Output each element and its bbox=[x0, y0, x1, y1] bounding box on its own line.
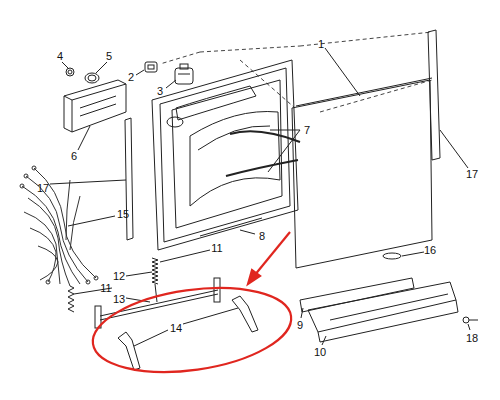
callout-number: 4 bbox=[57, 51, 63, 62]
inner-door bbox=[152, 60, 298, 250]
callout-number: 11 bbox=[100, 283, 111, 294]
callout-number: 18 bbox=[466, 333, 478, 344]
callout-number: 14 bbox=[170, 323, 182, 334]
highlight bbox=[87, 232, 296, 384]
latch bbox=[175, 64, 193, 84]
outer-panel bbox=[292, 78, 432, 268]
callout-number: 8 bbox=[259, 231, 265, 242]
knob-parts bbox=[66, 68, 99, 83]
screw bbox=[463, 317, 478, 323]
callout-number: 7 bbox=[304, 125, 310, 136]
callout-number: 15 bbox=[117, 209, 129, 220]
vent-assembly bbox=[64, 80, 126, 132]
hinge-arms bbox=[118, 296, 258, 370]
callout-number: 16 bbox=[424, 245, 436, 256]
springs bbox=[68, 258, 158, 312]
callout-number: 11 bbox=[211, 243, 222, 254]
callout-number: 13 bbox=[113, 294, 125, 305]
callout-number: 5 bbox=[106, 51, 112, 62]
callout-number: 1 bbox=[318, 39, 324, 50]
callout-number: 3 bbox=[157, 86, 163, 97]
toe-panel bbox=[308, 282, 456, 332]
callout-number: 12 bbox=[113, 271, 125, 282]
callout-number: 2 bbox=[128, 72, 134, 83]
gasket-left bbox=[125, 118, 133, 240]
callout-number: 17 bbox=[37, 183, 49, 194]
callout-number: 17 bbox=[466, 169, 478, 180]
trim-strip bbox=[300, 278, 414, 312]
callout-number: 9 bbox=[297, 320, 303, 331]
callout-number: 10 bbox=[314, 347, 326, 358]
callout-number: 6 bbox=[71, 151, 77, 162]
hinge-link bbox=[95, 278, 220, 328]
door-rods bbox=[226, 131, 300, 176]
